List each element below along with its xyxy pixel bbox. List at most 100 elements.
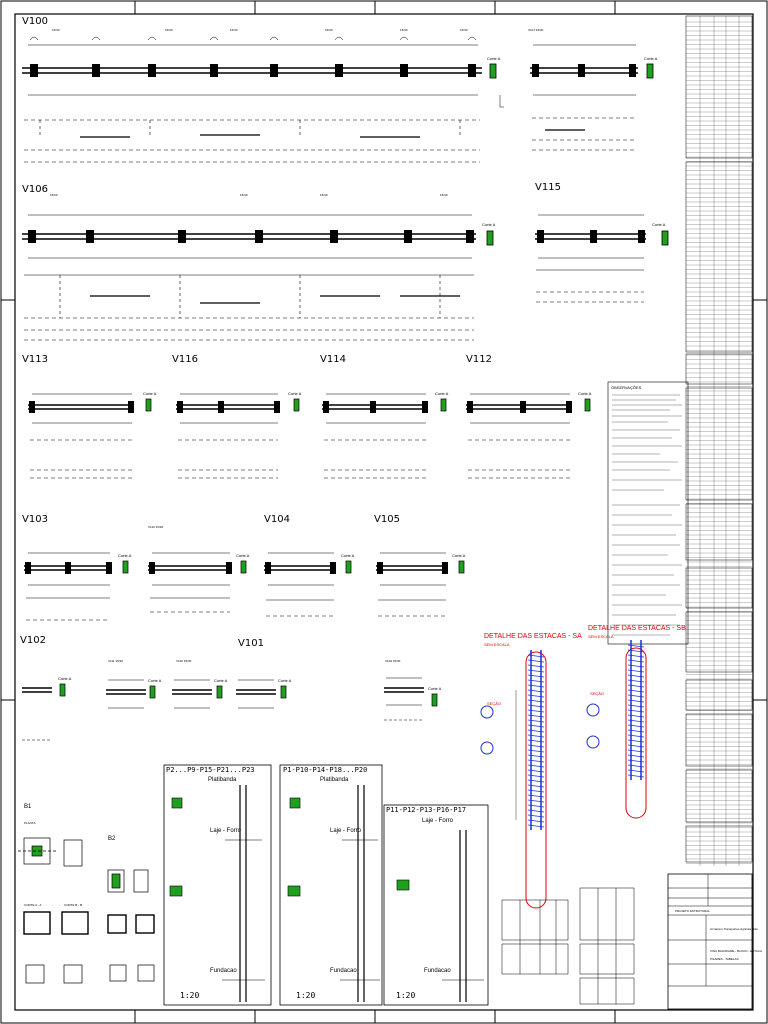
section-a-icon [59,683,66,697]
section-a-icon [646,63,654,79]
title-company: Armazem Transportes Agricola Ltda [710,927,758,931]
block-b2-title: B2 [108,836,116,842]
beam-v107-detail: V107 15/30 Corte A [528,28,658,151]
beam-title-v111: V111 15/30 [108,659,123,663]
section-a-icon [440,398,447,412]
pile-detail-sa: DETALHE DAS ESTACAS - SA SEM ESCALA SEÇÃ… [480,633,582,909]
section-a-label: Corte A [214,678,228,683]
section-a-icon [280,685,287,699]
pile-sa-secao: SEÇÃO [487,701,501,706]
beam-title-v115: V115 [535,182,561,193]
title-block: PROJETO ESTRUTURAL Armazem Transportes A… [667,873,762,1010]
pile-sb-subtitle: SEM ESCALA [588,634,614,639]
laje-label: Laje - Forro [422,818,454,824]
pillar-group-title: P11-P12-P13-P16-P17 [386,806,466,814]
section-a-icon [486,230,494,246]
title-project: PROJETO ESTRUTURAL [675,909,710,913]
pillar-panel-3: P11-P12-P13-P16-P17 Laje - Forro Fundaca… [383,804,489,1006]
section-a-icon [345,560,352,574]
beam-title-v104: V104 [264,514,290,525]
title-line2: VIGA BALDRAME - BLOCO - ESTACA [710,949,762,953]
dim-label: 15/30 [440,193,448,197]
pile-detail-sb: DETALHE DAS ESTACAS - SB SEM ESCALA SEÇÃ… [586,625,686,819]
pile-sa-subtitle: SEM ESCALA [484,642,510,647]
section-a-label: Corte A [58,676,72,681]
section-a-icon [149,685,156,699]
platibanda-label: Platibanda [208,777,237,783]
title-line3: PILARES - TABELAS [710,957,739,961]
rebar-tables [685,15,753,866]
pile-sa-title: DETALHE DAS ESTACAS - SA [484,633,582,640]
section-a-icon [293,398,300,412]
dim-label: 15/30 [325,28,333,32]
laje-label: Laje - Forro [210,828,242,834]
beam-row-v102-v109: V102 V101 V111 15/30 V120 15/30 V109 15/… [20,635,442,741]
scale-label: 1:20 [396,991,415,1000]
beam-title-v109: V109 15/30 [385,659,401,663]
beam-title-v114: V114 [320,354,346,365]
beam-title-v100: V100 [22,16,48,27]
section-a-label: Corte A [118,553,132,558]
section-a-label: Corte A [288,391,302,396]
beam-title-v105: V105 [374,514,400,525]
section-a-icon [216,685,223,699]
beam-title-v112: V112 [466,354,492,365]
platibanda-label: Platibanda [320,777,349,783]
general-notes: OBSERVAÇÕES [607,381,689,645]
section-a-icon [584,398,591,412]
dim-label: 15/30 [240,193,248,197]
section-a-icon [122,560,129,574]
block-planta-label: PLANTA [24,821,35,825]
section-a-label: Corte A [278,678,292,683]
dim-label: 15/30 [50,193,58,197]
fundacao-label: Fundacao [210,968,237,974]
beam-title-v103: V103 [22,514,48,525]
dim-label: 15/30 [400,28,408,32]
section-a-icon [431,693,438,707]
section-a-label: Corte A [435,391,449,396]
beam-row-v103-v105: V103 V110 15/30 V104 V105 Corte A Corte … [22,514,466,621]
bottom-tables [501,887,635,1005]
section-a-label: Corte A [487,56,501,61]
section-a-label: Corte A [341,553,355,558]
dim-label: 15/30 [230,28,238,32]
dim-label: 15/30 [52,28,60,32]
section-a-icon [240,560,247,574]
beam-title-v106: V106 [22,184,48,195]
beam-v100-detail: V100 15/30 15/30 15/30 [22,16,504,163]
pile-sb-title: DETALHE DAS ESTACAS - SB [588,625,686,632]
beam-title-v113: V113 [22,354,48,365]
pile-sb-secao: SEÇÃO [590,691,604,696]
section-a-icon [489,63,497,79]
pillar-group-title: P1-P10-P14-P18...P20 [283,766,367,774]
block-corte-aa-label: CORTE A - A [24,903,41,907]
pillar-group-title: P2...P9-P15-P21...P23 [166,766,255,774]
block-b1-title: B1 [24,804,32,810]
dim-label: 15/30 [460,28,468,32]
section-a-label: Corte A [452,553,466,558]
scale-label: 1:20 [180,991,199,1000]
section-a-label: Corte A [148,678,162,683]
block-corte-bb-label: CORTE B - B [64,903,82,907]
notes-title: OBSERVAÇÕES [611,385,642,390]
beam-title-v116: V116 [172,354,198,365]
section-a-label: Corte A [644,56,658,61]
scale-label: 1:20 [296,991,315,1000]
section-a-label: Corte A [236,553,250,558]
dim-label: 15/30 [165,28,173,32]
section-a-icon [458,560,465,574]
beam-title-v101: V101 [238,638,264,649]
section-a-icon [661,230,669,246]
beam-v115-detail: V115 Corte A [535,182,669,303]
pillar-panel-1: P2...P9-P15-P21...P23 Platibanda Laje - … [163,764,272,1006]
beam-title-v107: V107 15/30 [528,28,544,32]
fundacao-label: Fundacao [330,968,357,974]
beam-v106-detail: V106 15/30 15/30 15/30 1 [22,184,496,341]
beam-row-v113-v112: V113 V116 V114 V112 Cort [22,354,592,479]
section-a-label: Corte A [428,686,442,691]
section-a-label: Corte A [482,222,496,227]
section-a-icon [145,398,152,412]
beam-title-v102: V102 [20,635,46,646]
